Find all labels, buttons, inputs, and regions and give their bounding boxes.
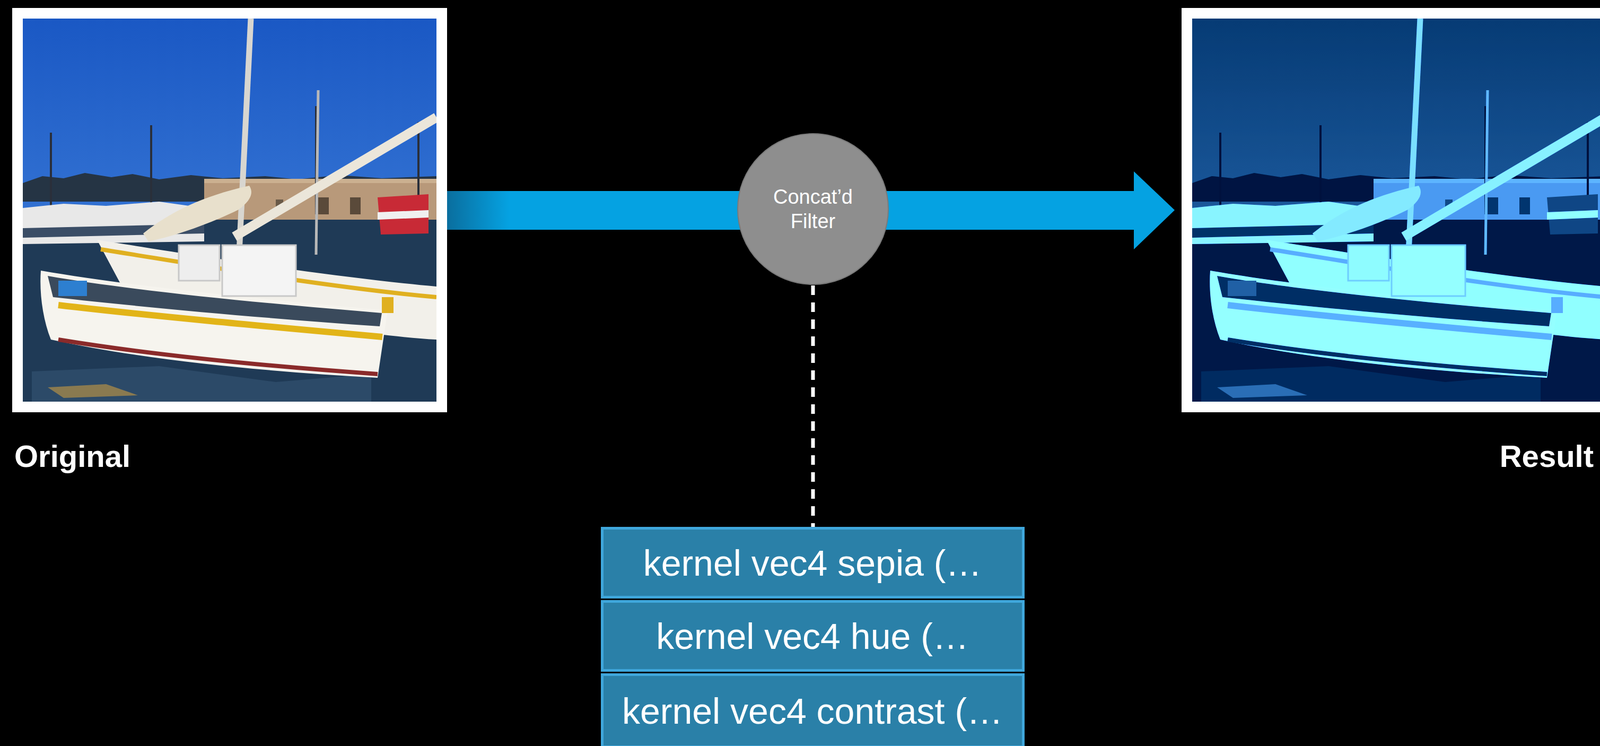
dashed-connector (811, 285, 816, 527)
kernel-box: kernel vec4 contrast (… (600, 672, 1025, 746)
kernel-name: kernel vec4 hue (… (656, 614, 969, 658)
circle-shape (737, 133, 889, 285)
photo-frame (12, 7, 448, 413)
kernel-name: kernel vec4 contrast (… (622, 688, 1003, 733)
red-boat (377, 194, 429, 235)
image-caption: Result (1499, 437, 1594, 475)
wall-door (350, 197, 361, 215)
flow-arrowhead (1133, 171, 1175, 250)
red-boat-stripe (377, 210, 429, 220)
hull-waterline (58, 339, 378, 374)
boom (234, 117, 437, 237)
filter-name: Concat’d Filter (759, 184, 867, 234)
blue-crate (58, 280, 87, 296)
kernel-name: kernel vec4 sepia (… (643, 540, 983, 585)
furled-sail (143, 185, 252, 242)
water (22, 219, 437, 402)
hull-stripe (58, 304, 383, 337)
circle-outline (736, 132, 890, 286)
lamp-post (49, 132, 52, 215)
image-caption: Original (14, 437, 131, 475)
reflection (47, 383, 138, 398)
mast (316, 90, 319, 255)
stern-post (381, 296, 394, 313)
filter-circle: Concat’d Filter (736, 132, 890, 286)
boat-seat (222, 245, 296, 296)
boat-seat (178, 245, 220, 281)
filtered-photo (1192, 18, 1600, 402)
main-hull (40, 270, 388, 378)
lamp-post (150, 125, 153, 215)
sky (22, 18, 437, 402)
harbour-photo (22, 18, 437, 402)
kernel-box: kernel vec4 hue (… (600, 599, 1025, 672)
kernel-box: kernel vec4 sepia (… (600, 526, 1025, 599)
photo-frame (1181, 7, 1600, 413)
wall-door (318, 197, 329, 215)
